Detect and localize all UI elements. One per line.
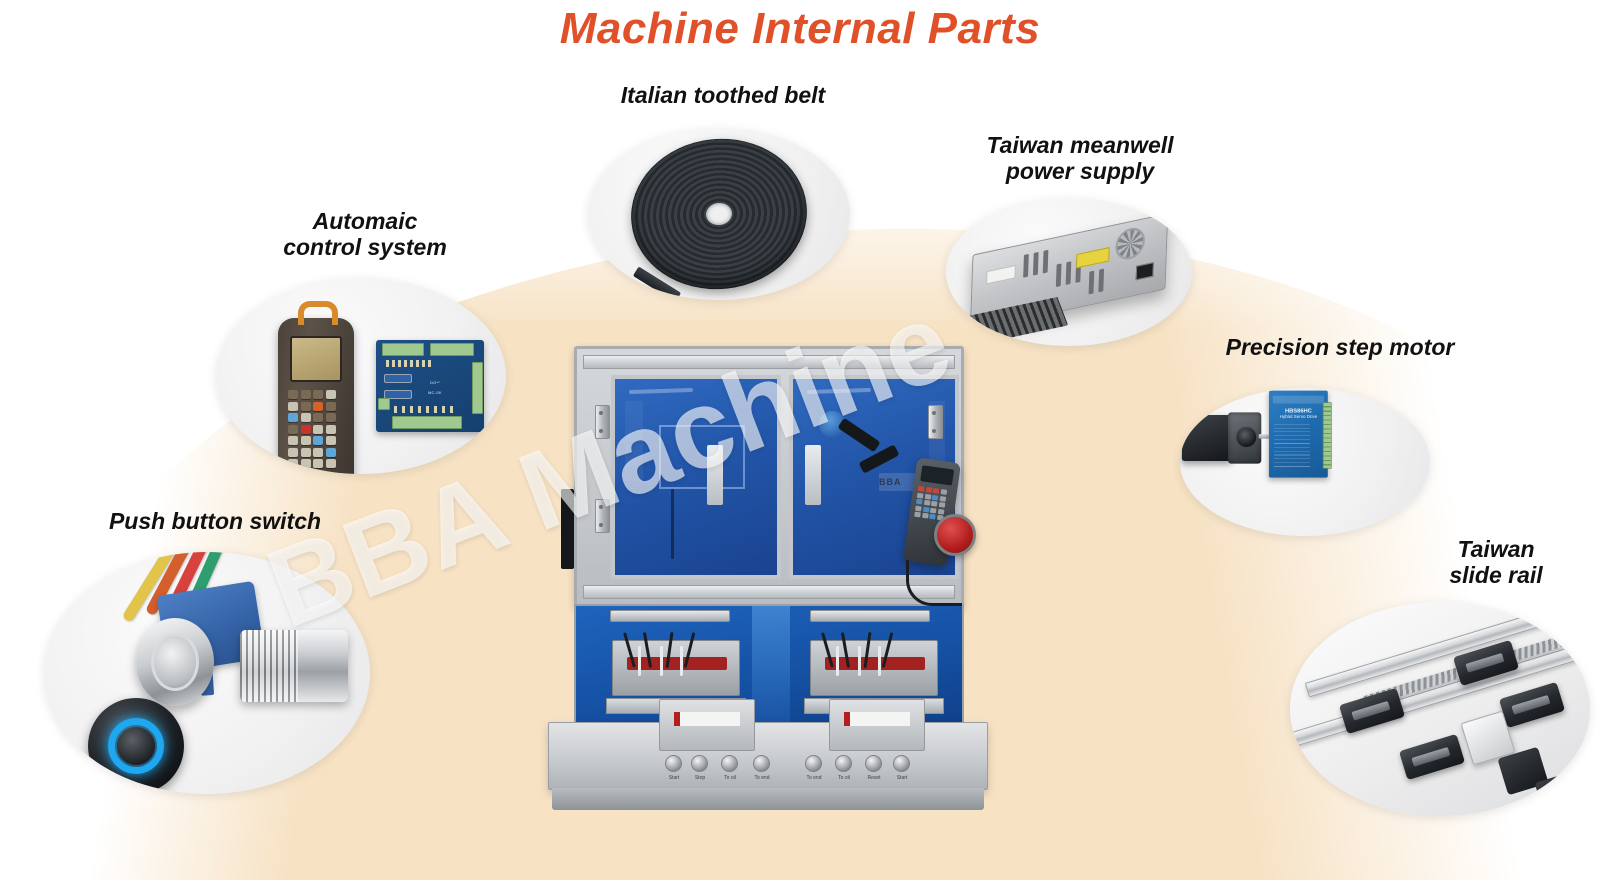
illuminated-button-icon	[88, 698, 184, 794]
panel-button-stop-left[interactable]	[691, 755, 708, 772]
panel-caption: Start	[896, 775, 908, 781]
servo-driver-icon: HBS86HC Hybrid Servo Drive	[1268, 390, 1332, 478]
panel-caption: To oil	[838, 775, 850, 781]
panel-button-end-left[interactable]	[753, 755, 770, 772]
panel-caption: Stop	[694, 775, 706, 781]
driver-model-text: HBS86HC	[1284, 407, 1312, 414]
panel-button-end-right[interactable]	[805, 755, 822, 772]
panel-caption: Reset	[867, 775, 881, 781]
toothed-belt-coil-icon	[623, 130, 815, 300]
motor-flange-icon	[1228, 412, 1273, 464]
bubble-slide-rail	[1290, 602, 1590, 816]
bubble-push-button-switch	[44, 552, 370, 794]
fixture-left	[659, 699, 755, 751]
bubble-toothed-belt	[588, 128, 850, 300]
panel-caption: To end	[754, 775, 770, 781]
machine-logo: BBA	[879, 477, 902, 487]
motor-body-icon	[1181, 414, 1232, 462]
callout-label-step-motor: Precision step motor	[1225, 334, 1455, 360]
driver-subtitle-text: Hybrid Servo Drive	[1279, 414, 1318, 420]
machine-door-left[interactable]	[611, 375, 781, 579]
panel-button-start-right[interactable]	[893, 755, 910, 772]
machine-base	[552, 788, 984, 810]
panel-button-reset-right[interactable]	[865, 755, 882, 772]
callout-label-slide-rail: Taiwan slide rail	[1449, 536, 1543, 589]
machine-side-sensor	[561, 489, 574, 569]
control-board-icon: DG** MC-SK	[376, 340, 484, 432]
machine-control-panel: Start Stop To oil To end To end To oil R…	[548, 699, 988, 790]
panel-button-start-left[interactable]	[665, 755, 682, 772]
callout-label-power-supply: Taiwan meanwell power supply	[986, 132, 1174, 185]
machine-enclosure: BBA	[561, 346, 964, 608]
switch-barrel-icon	[240, 630, 348, 702]
panel-caption: To oil	[724, 775, 736, 781]
fixture-right	[829, 699, 925, 751]
bubble-step-motor: HBS86HC Hybrid Servo Drive	[1180, 388, 1430, 536]
page-title: Machine Internal Parts	[559, 4, 1041, 53]
panel-caption: To end	[806, 775, 822, 781]
callout-label-belt: Italian toothed belt	[620, 82, 826, 108]
controller-cord	[906, 560, 962, 606]
emergency-stop-button[interactable]	[934, 514, 976, 556]
switch-head-icon	[136, 618, 214, 706]
door-hinge	[928, 405, 943, 439]
panel-caption: Start	[668, 775, 680, 781]
machine-photo: BBA	[548, 338, 998, 838]
callout-label-push-button: Push button switch	[108, 508, 322, 534]
solder-head-left	[612, 640, 740, 696]
callout-label-control-system: Automaic control system	[283, 208, 447, 261]
door-hinge	[595, 499, 610, 533]
door-hinge	[595, 405, 610, 439]
solder-head-right	[810, 640, 938, 696]
handheld-pendant-icon	[278, 301, 354, 474]
switching-power-supply-icon	[967, 213, 1169, 345]
panel-button-oil-right[interactable]	[835, 755, 852, 772]
bubble-power-supply	[946, 198, 1192, 346]
panel-button-oil-left[interactable]	[721, 755, 738, 772]
bubble-control-system: DG** MC-SK	[216, 278, 506, 474]
